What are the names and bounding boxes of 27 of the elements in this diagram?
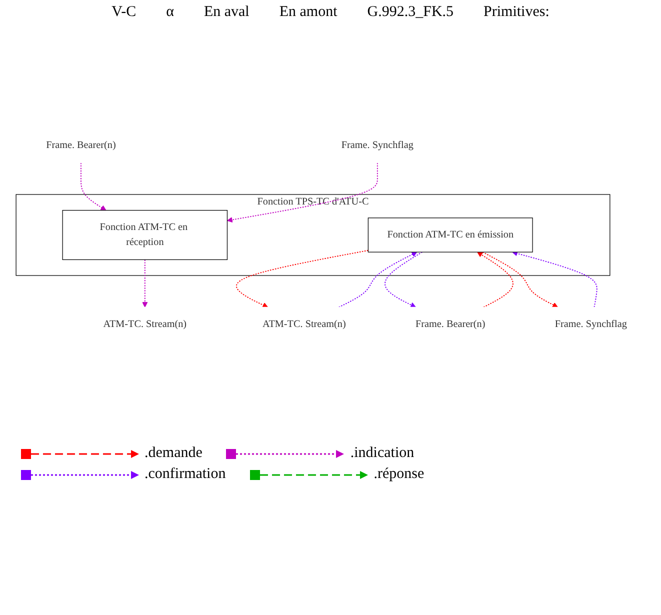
arrow [476,252,513,308]
label-text: G.992.3_FK.5 [367,4,454,21]
node-box: Fonction ATM-TC en réception [62,210,228,260]
node-text: Frame. Synchflag [340,140,413,151]
label-text: α [166,4,174,21]
label-text: Primitives: [484,4,550,21]
arrow [384,252,422,308]
arrow [235,250,368,308]
legend-text: .demande [144,445,202,462]
legend-text: .confirmation [144,466,226,483]
node-text: ATM-TC. Stream(n) [102,318,186,330]
arrow [482,252,558,308]
node-text: ATM-TC. Stream(n) [262,318,346,330]
label-text: En amont [279,4,338,21]
arrow [142,259,148,308]
node-text: Frame. Bearer(n) [414,318,485,330]
arrow [338,252,417,308]
legend-text: .indication [350,445,414,462]
node-text: Frame. Bearer(n) [46,140,116,151]
arrow [226,162,378,223]
arrow [512,250,597,308]
label-text: V-C [112,4,136,21]
arrow [80,162,106,211]
node-text: Frame. Synchflag [554,318,626,330]
label-text: En aval [204,4,250,21]
node-box: Fonction ATM-TC en émission [367,218,532,252]
legend-text: .réponse [374,466,424,483]
